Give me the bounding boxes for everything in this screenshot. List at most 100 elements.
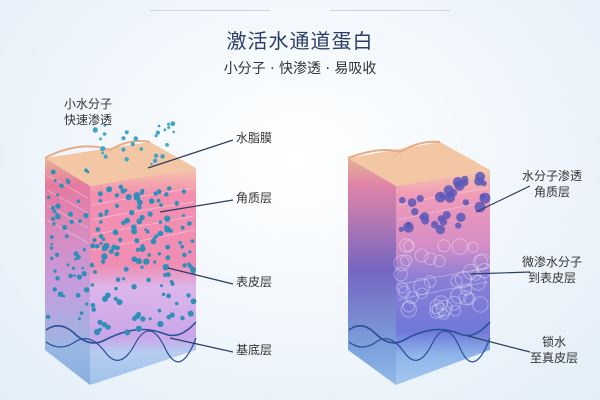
water-dot [146,229,150,234]
left-block-top-wave [44,140,151,159]
cell-outline [429,299,444,315]
water-dot [157,252,162,256]
water-dot [155,130,160,135]
water-dot [95,244,100,249]
water-dot [164,225,168,229]
water-dot [130,142,135,147]
water-dot [65,178,69,182]
water-dot [78,219,82,224]
callout-line-r1 [475,185,531,213]
water-dot [140,316,146,322]
water-dot [62,294,66,298]
cell-outline [399,238,414,253]
diagram-subtitle: 小分子 · 快渗透 · 易吸收 [223,61,377,77]
water-dot [62,225,68,230]
water-dot [50,206,55,210]
water-dot [98,233,104,239]
water-dot [140,247,146,252]
water-molecule [455,222,462,229]
water-dot [167,126,171,129]
water-dot [178,240,182,245]
callout-line-epidermis [167,267,234,285]
water-molecule [461,179,469,187]
water-dot [156,189,162,195]
water-dot [148,198,155,204]
water-dot [165,272,171,278]
cell-outline [469,269,482,281]
water-dot [83,287,90,293]
water-dot [121,136,126,141]
water-dot [135,258,142,265]
water-dot [81,271,87,277]
water-dot [163,273,168,277]
cell-outline [470,274,487,291]
water-molecule [439,193,445,199]
label-right-2-line-1: 微渗水分子 [522,255,583,269]
water-molecule [407,198,417,208]
callout-line-r2 [469,271,531,275]
callout-line-r3 [467,335,531,353]
water-molecule [416,195,424,203]
water-molecule [403,222,414,233]
water-dot [169,312,175,318]
water-dot [92,238,97,243]
water-dot [147,253,151,257]
label-right-1-line-2: 角质层 [534,185,571,199]
water-dot [50,256,54,261]
water-dot [66,263,70,267]
water-dot [180,244,185,249]
water-dot [140,265,144,269]
cell-outline [393,255,410,272]
cell-outline [432,302,447,318]
label-right-2-line-2: 到表皮层 [528,271,577,285]
water-dot [190,298,197,305]
label-epidermis: 表皮层 [236,275,273,289]
water-dot [54,252,60,257]
water-molecule [437,215,445,222]
water-dot [45,314,51,319]
right-block-top [348,142,490,186]
water-dot [124,329,131,336]
water-dot [180,316,185,321]
water-dot [152,237,156,241]
water-dot [91,307,96,312]
water-dot [124,157,129,162]
cell-outline [454,271,472,288]
water-molecule [442,211,451,220]
water-dot [172,130,175,134]
water-dot [81,266,85,270]
cell-outline [433,295,449,310]
water-dot [104,209,109,214]
callout-line-stratum [159,199,234,213]
water-dot [85,302,89,306]
water-dot [52,222,56,226]
cell-outline [450,275,463,288]
water-dot [182,252,187,258]
water-molecule [474,176,484,186]
cell-outline [435,299,453,317]
water-molecule [456,212,466,222]
water-dot [147,211,153,217]
water-dot [93,270,97,274]
cell-outline [413,278,431,295]
cell-outline [405,291,419,305]
water-dot [50,169,56,175]
water-dot [133,192,141,199]
water-dot [49,246,54,250]
water-dot [49,235,54,240]
water-molecule [399,196,406,204]
cell-outline [423,275,437,288]
water-dot [132,316,137,322]
water-molecule [479,192,491,204]
right-block-side [396,170,490,385]
cell-outline [414,248,429,263]
cell-outline [438,308,450,320]
decor-line-right [330,10,450,11]
left-block-side [90,168,196,385]
water-dot [154,134,158,138]
water-dot [165,143,170,147]
water-dot [53,179,57,183]
water-dot [102,296,108,302]
water-dot [181,189,186,194]
water-molecule [462,199,470,206]
